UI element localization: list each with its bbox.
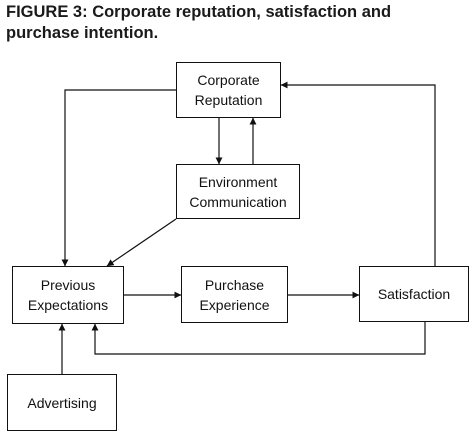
node-label-line: Experience (199, 296, 270, 313)
edge-satisfaction-to-reputation (280, 81, 436, 266)
node-label-line: Satisfaction (377, 286, 451, 302)
node-purchase-experience: Purchase Experience (181, 266, 288, 323)
node-label-line: Communication (189, 193, 287, 210)
node-label-line: Advertising (27, 394, 97, 411)
node-environment-communication: Environment Communication (176, 164, 300, 219)
node-satisfaction: Satisfaction (359, 266, 469, 322)
edge-communication-to-expectations (106, 218, 177, 267)
figure-caption: Corporate reputation, satisfaction and p… (6, 3, 392, 42)
edge-reputation-to-expectations (61, 89, 176, 267)
node-label-line: Environment (198, 173, 278, 190)
edge-satisfaction-to-expectations (91, 322, 426, 355)
node-corporate-reputation: Corporate Reputation (176, 62, 281, 118)
figure-title: FIGURE 3: Corporate reputation, satisfac… (6, 2, 466, 44)
figure-label: FIGURE 3: (6, 3, 88, 21)
node-advertising: Advertising (7, 374, 117, 431)
node-label-line: Reputation (194, 92, 263, 108)
node-label-line: Expectations (27, 297, 109, 313)
node-label-line: Previous (40, 277, 96, 293)
node-label-line: Purchase (204, 276, 265, 293)
node-label-line: Corporate (197, 72, 260, 88)
node-previous-expectations: Previous Expectations (12, 266, 124, 324)
